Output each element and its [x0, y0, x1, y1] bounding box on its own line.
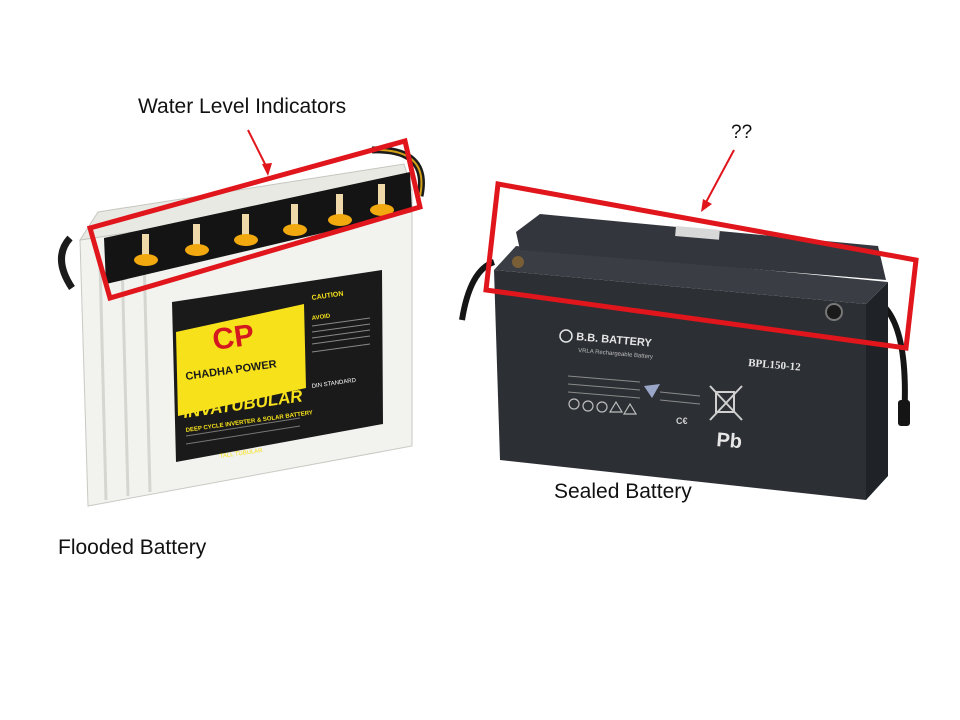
indicator-3 [234, 214, 258, 246]
caution-lines [311, 317, 371, 353]
case-ribs [98, 255, 152, 501]
indicator-5 [328, 194, 352, 226]
sealed-lid [494, 246, 888, 304]
annotations [86, 129, 919, 351]
terminal-right [825, 303, 843, 321]
question-label: ?? [731, 122, 753, 143]
indicator-4 [283, 204, 307, 236]
indicator-2 [185, 224, 209, 256]
indicator-1 [134, 234, 158, 266]
bb-logo-icon [559, 329, 573, 343]
indicator-6 [370, 184, 394, 216]
sealed-case-side [866, 282, 888, 500]
highlight-box-sealed [483, 181, 919, 351]
recycle-warning-icon [644, 384, 660, 398]
arrow-flooded [247, 129, 269, 171]
sealed-lid-top [516, 214, 886, 280]
caution-heading: CAUTION [311, 291, 344, 302]
sealed-battery: B.B. BATTERY VRLA Rechargeable Battery B… [459, 214, 910, 500]
ce-mark-icon: C€ [676, 416, 688, 426]
crossed-bin-icon [709, 385, 743, 421]
flooded-battery: CP CHADHA POWER INVATUBULAR DEEP CYCLE I… [58, 146, 425, 507]
safety-icons [568, 398, 638, 415]
flooded-label-yellow [176, 304, 306, 416]
avoid-heading: AVOID [311, 313, 331, 322]
arrow-sealed [703, 149, 735, 207]
water-level-indicators-label: Water Level Indicators [138, 95, 347, 118]
flooded-battery-label: Flooded Battery [58, 536, 207, 559]
lid-barcode-sticker [675, 225, 720, 240]
sealed-case [494, 270, 866, 500]
handle-left [58, 235, 75, 290]
highlight-box-flooded [86, 137, 423, 302]
pb-symbol: Pb [716, 429, 743, 453]
water-level-indicators [134, 184, 394, 266]
terminal-left [512, 256, 524, 268]
flooded-top-panel [104, 172, 412, 284]
sealed-fine-print [567, 375, 701, 405]
spec-table [185, 417, 301, 445]
sealed-battery-label: Sealed Battery [554, 480, 692, 503]
sealed-model: BPL150-12 [748, 357, 802, 374]
brand-logo: CP [210, 318, 256, 356]
